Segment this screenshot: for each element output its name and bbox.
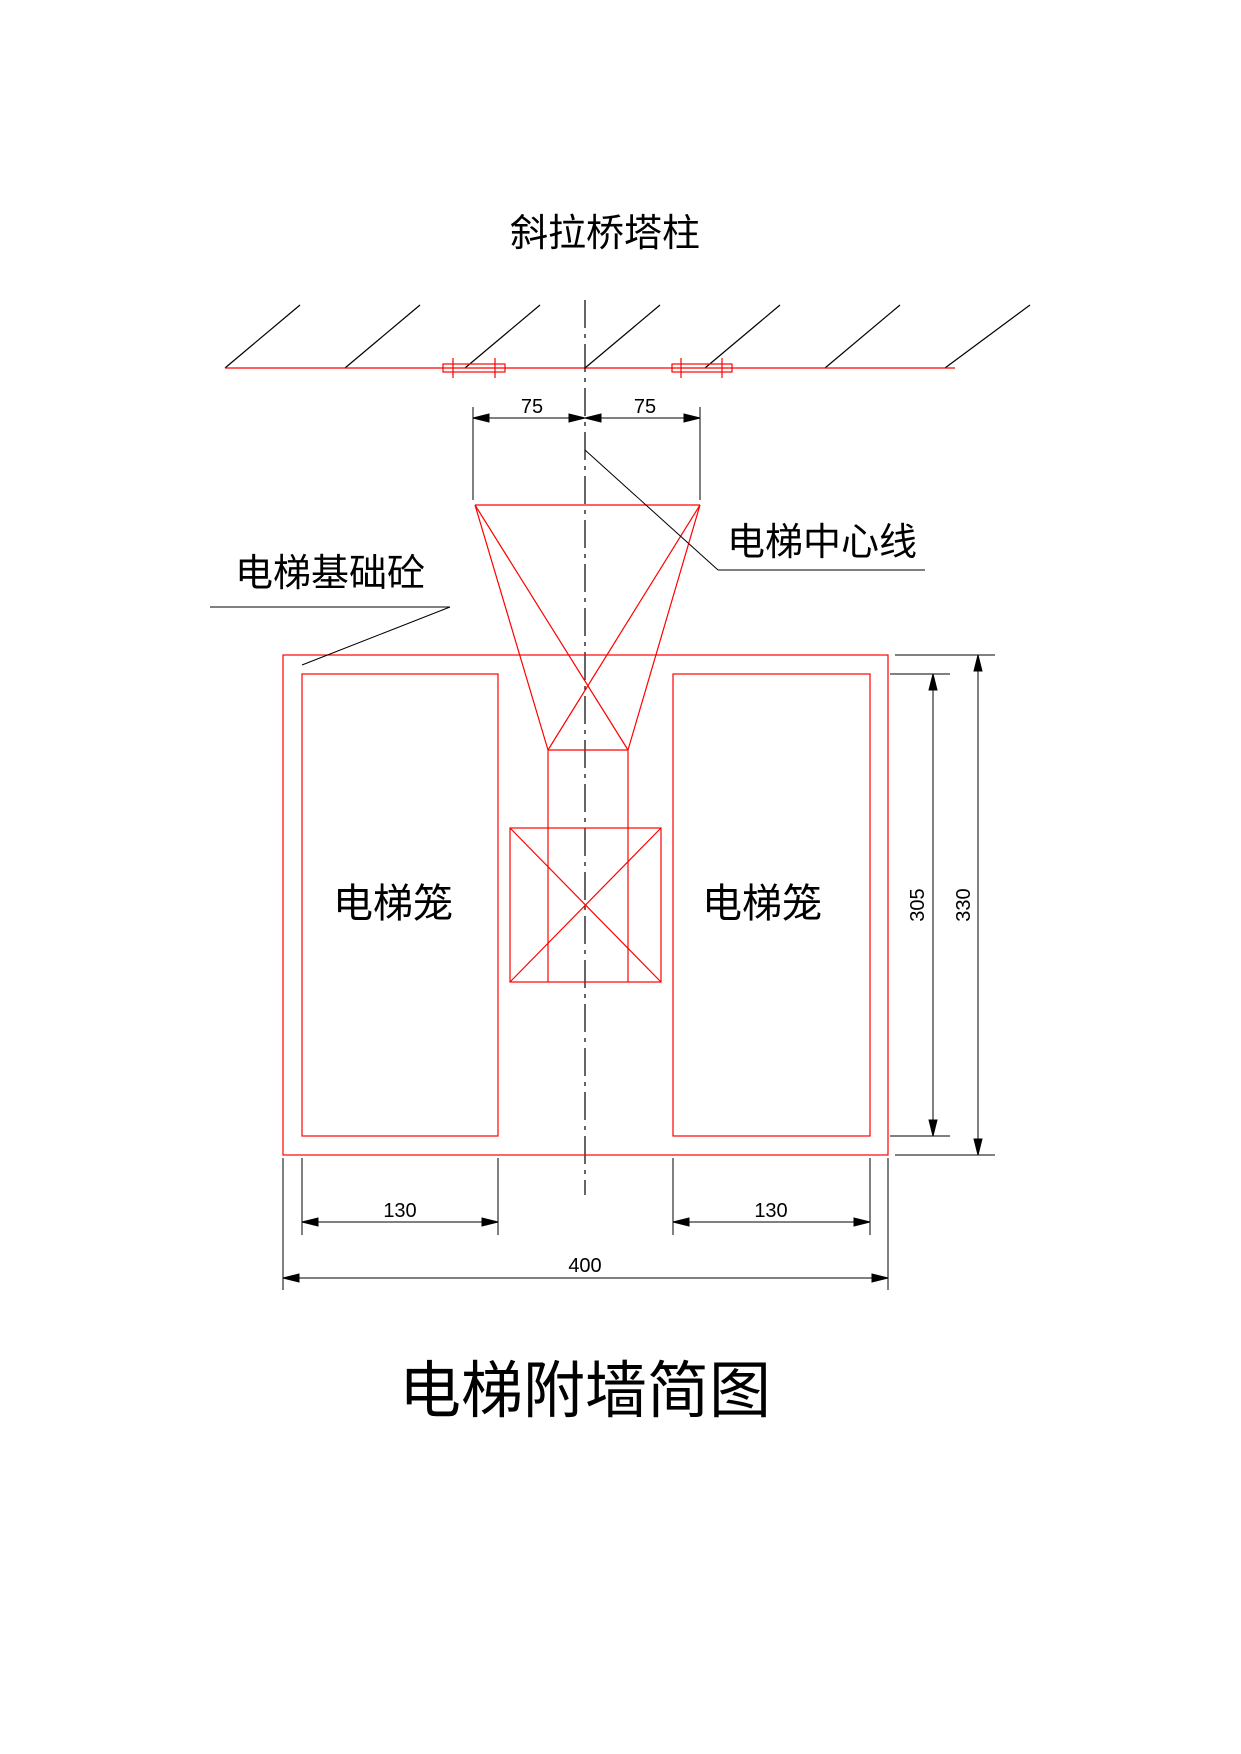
anchor-plate-left: [442, 358, 506, 378]
leader-foundation: [210, 606, 451, 666]
leader-centerline: [584, 449, 925, 571]
dimension-attach-right: 75: [634, 396, 656, 418]
dimension-cage-width-left: 130: [383, 1200, 416, 1222]
dimension-total-width: 400: [568, 1255, 601, 1277]
diagram-title: 电梯附墙简图: [399, 1354, 771, 1427]
label-tower: 斜拉桥塔柱: [510, 211, 700, 255]
cage-right-outline: [672, 673, 871, 1137]
mast-section: [509, 827, 662, 983]
dimension-attach-left: 75: [521, 396, 543, 418]
label-cage-right: 电梯笼: [702, 881, 822, 927]
cage-left-outline: [301, 673, 499, 1137]
foundation-outline: [282, 654, 889, 1156]
label-centerline: 电梯中心线: [727, 520, 917, 564]
label-foundation: 电梯基础砼: [235, 551, 425, 595]
tower-hatching: [224, 304, 1031, 369]
dimension-height: [890, 654, 995, 1156]
dimension-base-height: 330: [953, 888, 975, 921]
dimension-attach: [472, 407, 701, 500]
dimension-width: [282, 1158, 889, 1290]
anchor-plate-right: [671, 358, 733, 378]
label-cage-left: 电梯笼: [333, 881, 453, 927]
dimension-cage-height: 305: [907, 888, 929, 921]
attachment-frame: [474, 504, 701, 982]
dimension-cage-width-right: 130: [754, 1200, 787, 1222]
